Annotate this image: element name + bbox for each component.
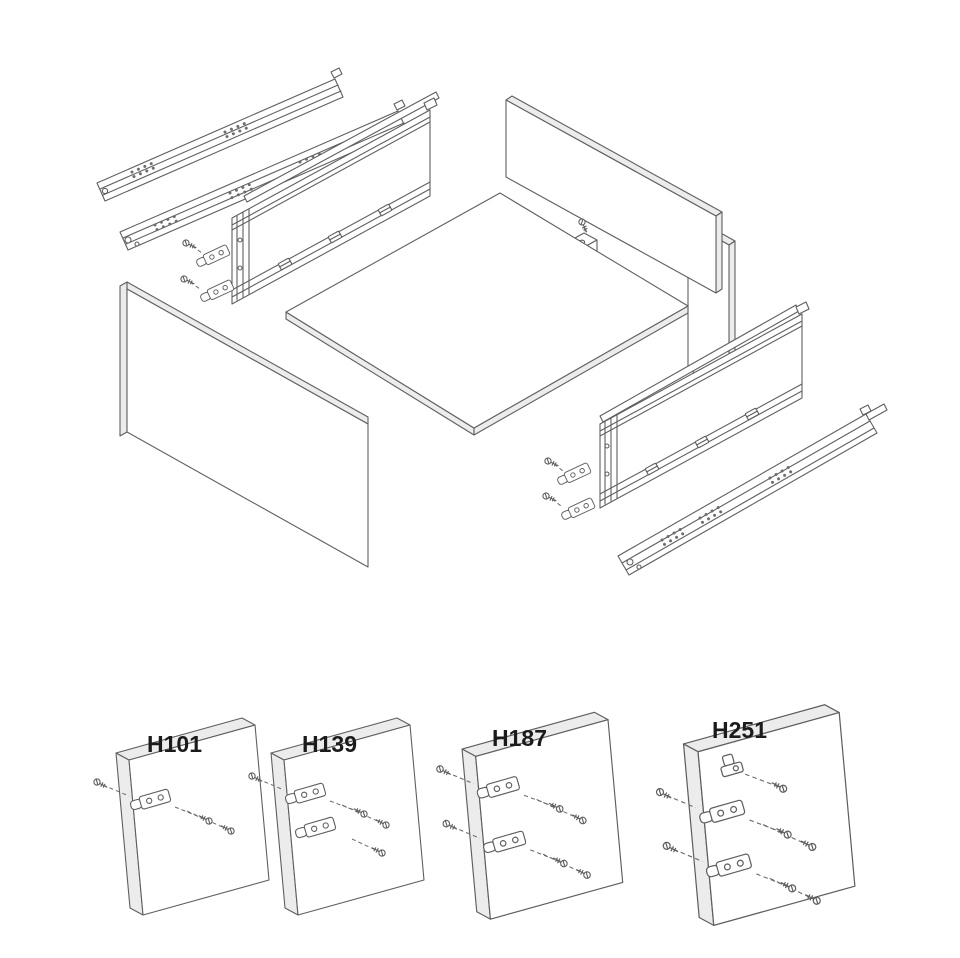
detail-view-h251: H251 [654, 704, 856, 926]
drawer-slide-rail-right [617, 403, 888, 576]
drawer-slide-rail-left-rear [96, 67, 344, 202]
detail-views: H101 H139 [92, 704, 856, 926]
front-bracket [555, 461, 592, 488]
detail-board-group [654, 704, 856, 926]
drawer-slide-rail-left-front [119, 99, 407, 251]
screw-icon [179, 274, 196, 288]
detail-label: H139 [302, 731, 357, 757]
screw-icon [543, 456, 560, 470]
detail-board-group [247, 717, 425, 916]
screw-icon [435, 764, 453, 778]
detail-label: H251 [712, 717, 767, 743]
front-fixing-bracket-set-left [179, 238, 235, 305]
exploded-view [96, 67, 888, 576]
detail-view-h187: H187 [435, 711, 624, 920]
screw-icon [181, 238, 198, 252]
drawer-bottom-panel [285, 192, 689, 436]
detail-board-group [92, 717, 270, 916]
drawer-side-panel-left [231, 97, 438, 305]
drawer-side-panel-right [599, 301, 810, 509]
screw-icon [541, 491, 558, 505]
detail-label: H101 [147, 731, 202, 757]
screw-icon [441, 818, 459, 833]
screw-icon [92, 777, 109, 791]
detail-board-group [435, 711, 624, 920]
rear-panel [505, 95, 723, 294]
detail-view-h139: H139 [247, 717, 425, 916]
front-bracket [194, 243, 231, 270]
detail-label: H187 [492, 725, 547, 751]
screw-icon [661, 840, 680, 856]
front-bracket [198, 278, 235, 305]
detail-view-h101: H101 [92, 717, 270, 916]
front-bracket [559, 496, 596, 523]
gallery-rail-left [243, 91, 440, 203]
cabinet-side-panel-left [119, 281, 369, 568]
front-fixing-bracket-set-right [541, 456, 596, 523]
screw-icon [654, 786, 674, 802]
